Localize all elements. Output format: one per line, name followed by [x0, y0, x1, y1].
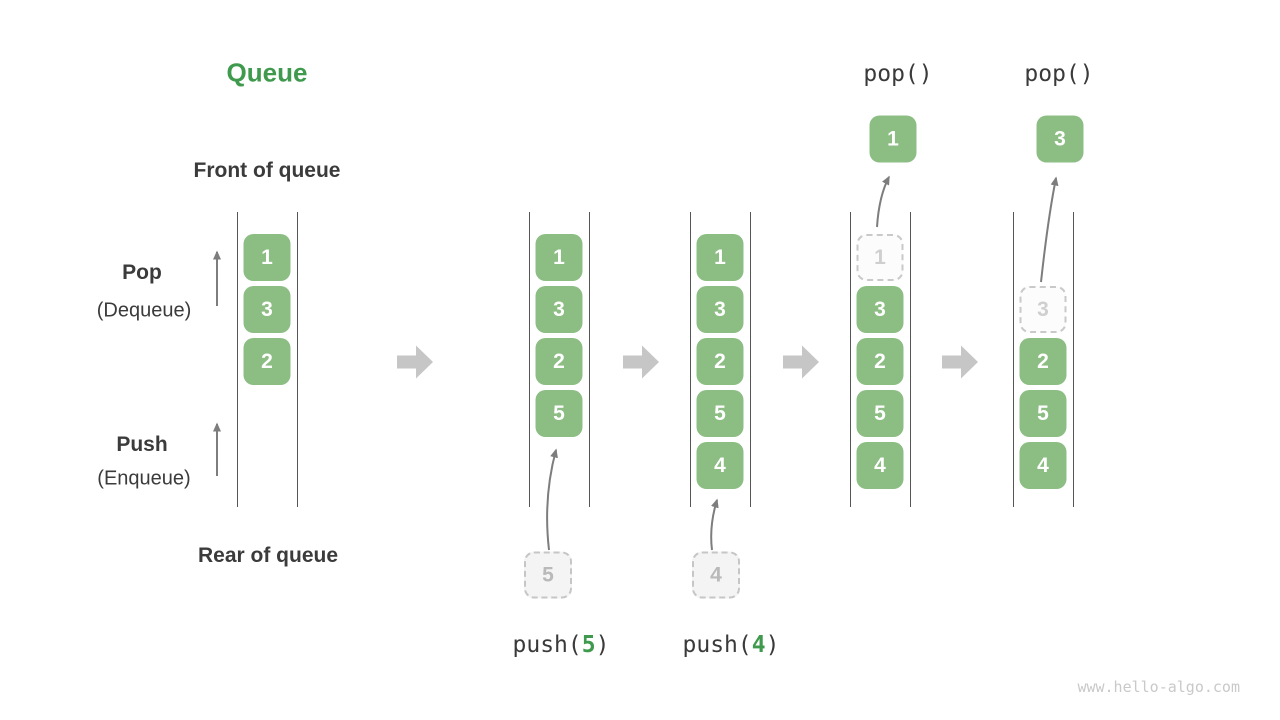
- queue-state-4: 1 3 2 5 4: [849, 212, 911, 507]
- popped-item-1: 1: [869, 115, 917, 163]
- queue-cell-5: 5: [696, 390, 744, 437]
- queue-cell-2: 2: [535, 338, 583, 385]
- queue-state-1: 1 3 2: [236, 212, 298, 507]
- push-call-suffix: ): [595, 632, 610, 658]
- queue-cell-3: 3: [1019, 286, 1067, 333]
- queue-cell-4: 4: [856, 442, 904, 489]
- rear-of-queue-label: Rear of queue: [197, 544, 339, 567]
- queue-cell-4: 4: [1019, 442, 1067, 489]
- queue-cell-1: 1: [856, 234, 904, 281]
- queue-state-3: 1 3 2 5 4: [689, 212, 751, 507]
- popped-item-3: 3: [1036, 115, 1084, 163]
- push-call-arg: 5: [581, 632, 596, 658]
- queue-cell-2: 2: [856, 338, 904, 385]
- queue-cell-4: 4: [696, 442, 744, 489]
- pop-call-label-1: pop(): [863, 61, 933, 87]
- push-label: Push: [116, 433, 168, 456]
- pop-call-label-2: pop(): [1024, 61, 1094, 87]
- front-of-queue-label: Front of queue: [193, 159, 341, 182]
- dequeue-label: (Dequeue): [96, 299, 192, 322]
- push-call-prefix: push(: [682, 632, 752, 658]
- queue-cell-3: 3: [535, 286, 583, 333]
- queue-cell-1: 1: [243, 234, 291, 281]
- queue-cell-1: 1: [696, 234, 744, 281]
- queue-cell-1: 1: [535, 234, 583, 281]
- queue-cell-3: 3: [696, 286, 744, 333]
- queue-cell-2: 2: [696, 338, 744, 385]
- staged-item-5: 5: [524, 551, 572, 599]
- watermark: www.hello-algo.com: [1077, 678, 1240, 696]
- diagram-title: Queue: [226, 57, 308, 88]
- queue-cell-5: 5: [535, 390, 583, 437]
- push-call-arg: 4: [751, 632, 766, 658]
- queue-cell-3: 3: [856, 286, 904, 333]
- queue-cell-5: 5: [1019, 390, 1067, 437]
- queue-state-2: 1 3 2 5: [528, 212, 590, 507]
- queue-cell-2: 2: [1019, 338, 1067, 385]
- push-call-label-2: push(4): [683, 632, 780, 658]
- push-call-prefix: push(: [512, 632, 582, 658]
- queue-state-5: 3 2 5 4: [1012, 212, 1074, 507]
- queue-cell-2: 2: [243, 338, 291, 385]
- enqueue-label: (Enqueue): [97, 467, 191, 490]
- pop-label: Pop: [122, 261, 162, 284]
- push-call-label-1: push(5): [513, 632, 610, 658]
- queue-cell-5: 5: [856, 390, 904, 437]
- queue-cell-3: 3: [243, 286, 291, 333]
- staged-item-4: 4: [692, 551, 740, 599]
- push-call-suffix: ): [765, 632, 780, 658]
